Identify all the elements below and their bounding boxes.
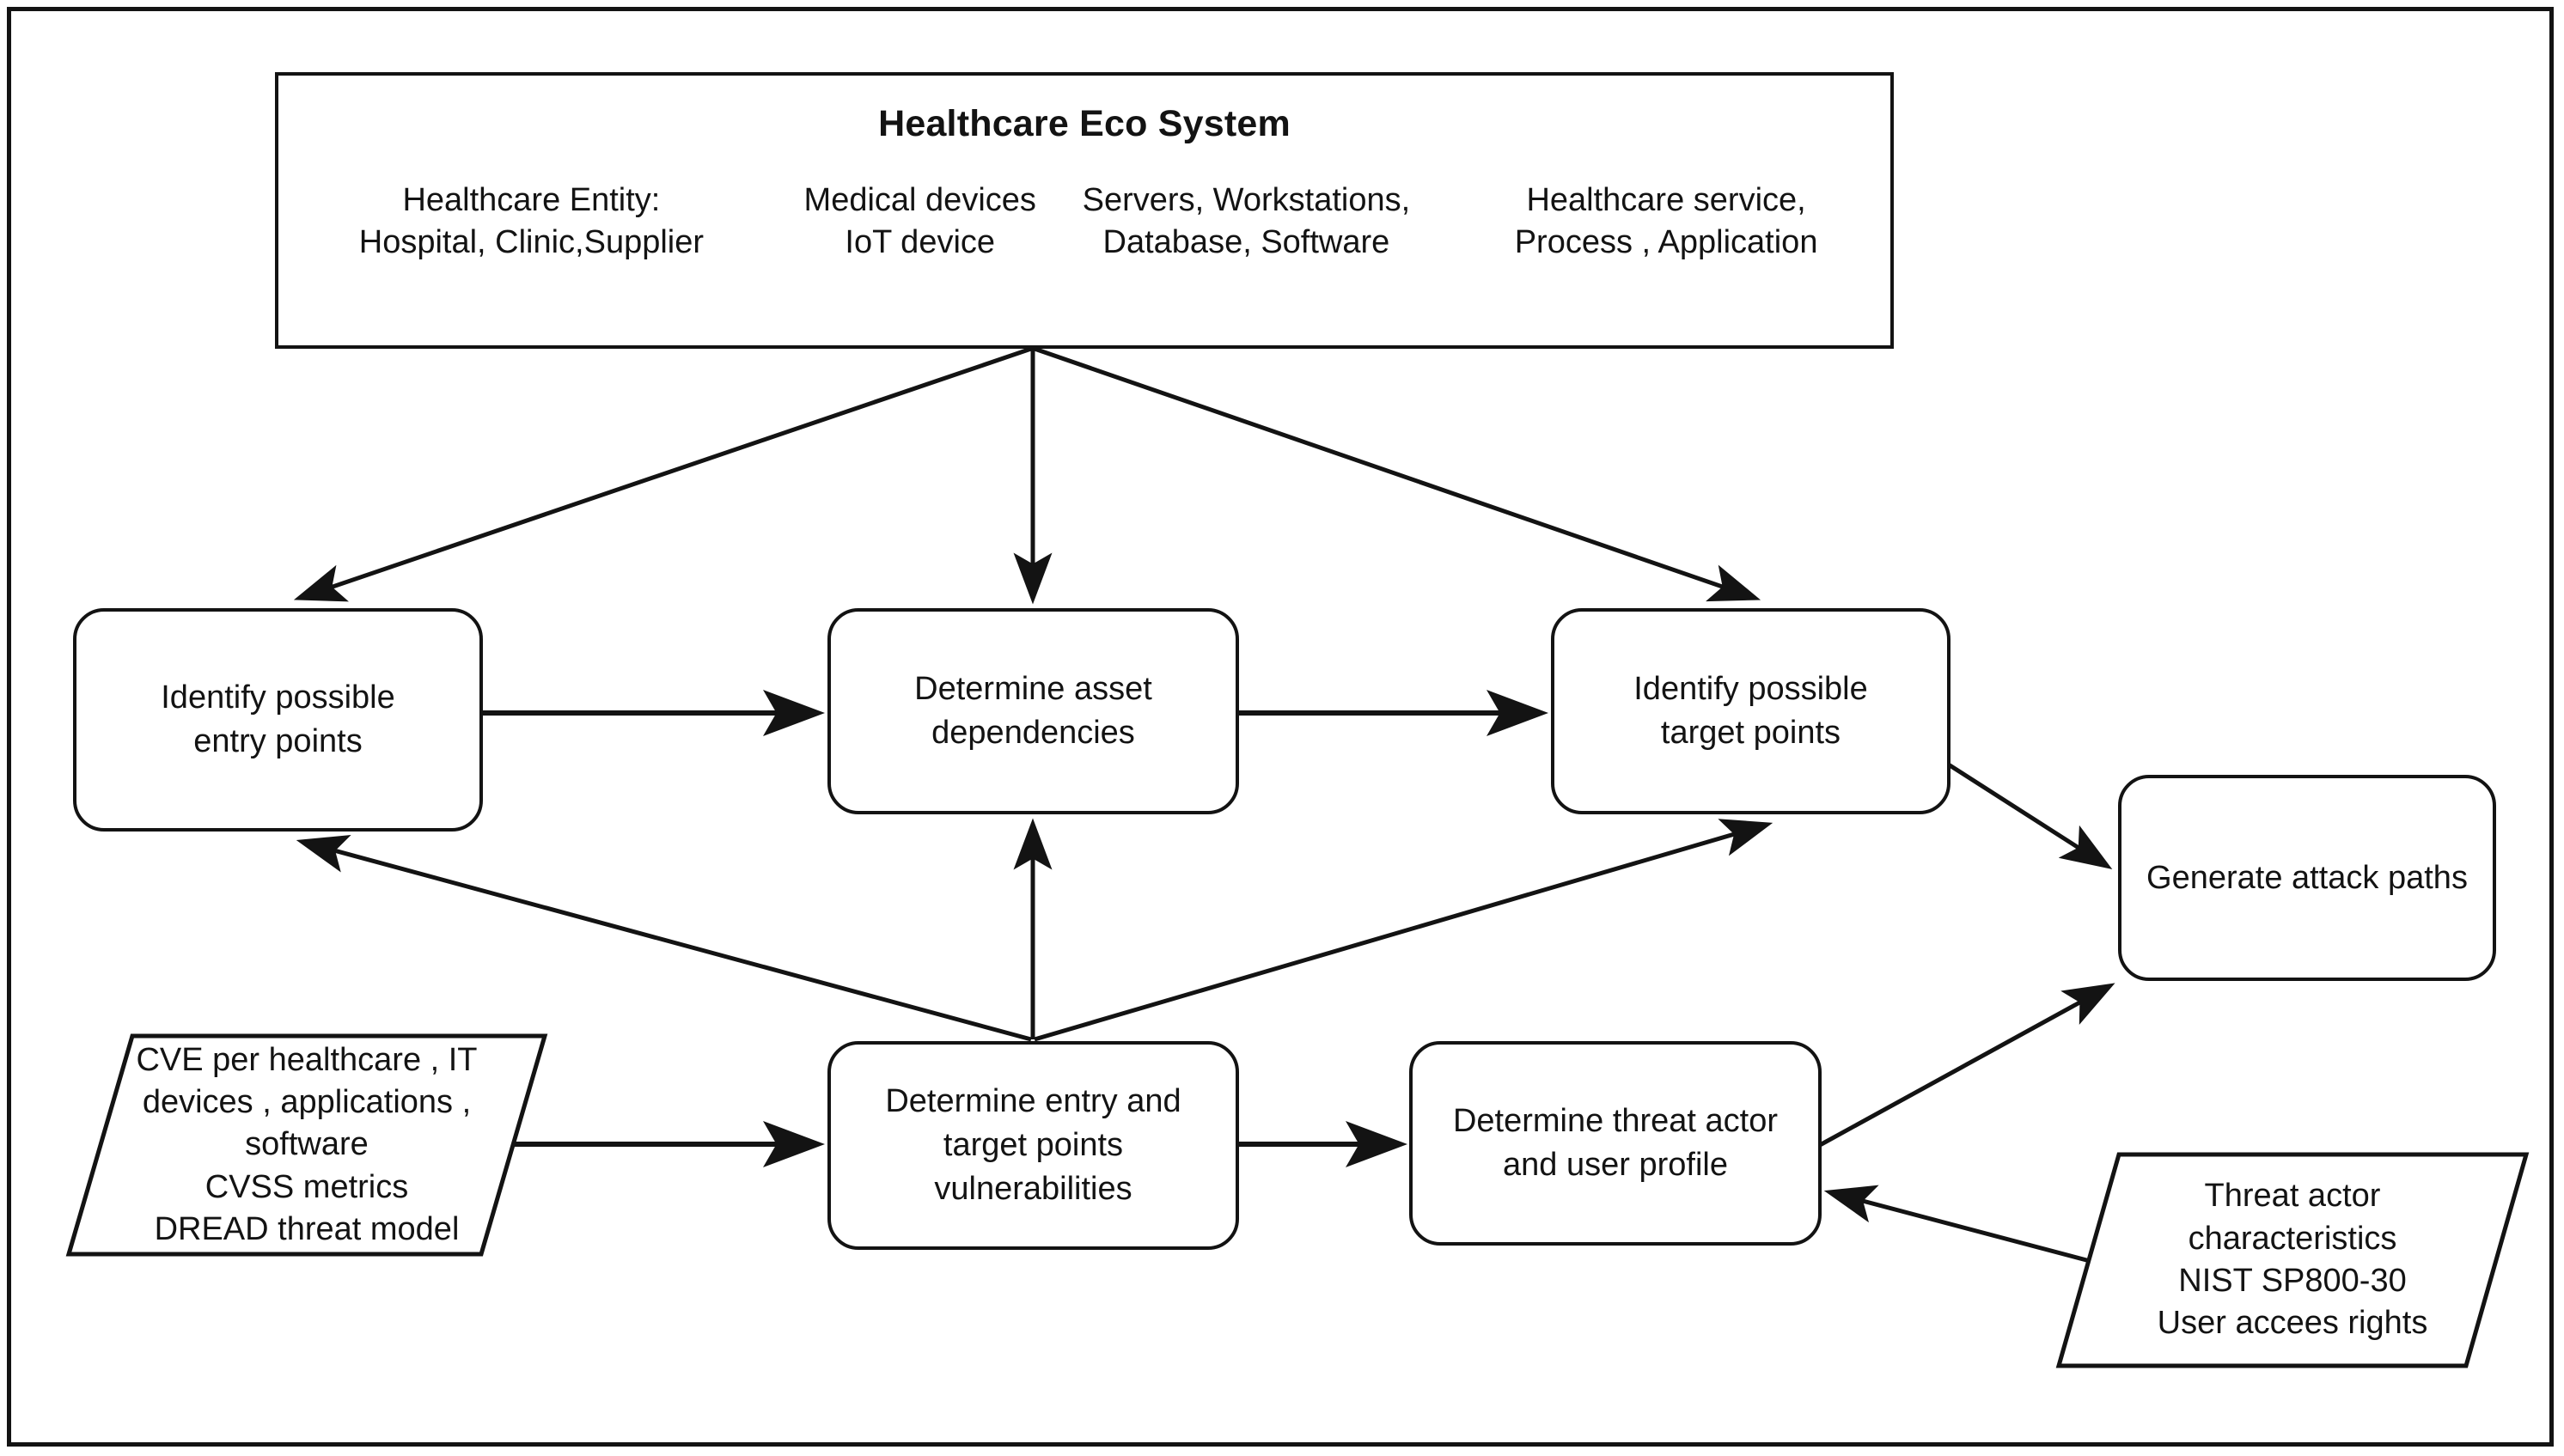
node-determine-vulnerabilities[interactable]: Determine entry and target points vulner… bbox=[827, 1041, 1239, 1250]
healthcare-eco-system-box[interactable]: Healthcare Eco System Healthcare Entity:… bbox=[275, 72, 1894, 349]
eco-column-services: Healthcare service, Process , Applicatio… bbox=[1514, 182, 1818, 261]
node-label: Determine entry and target points vulner… bbox=[885, 1083, 1181, 1207]
node-identify-target-points[interactable]: Identify possible target points bbox=[1551, 608, 1950, 814]
parallelogram-shape bbox=[2055, 1152, 2530, 1368]
eco-column-devices: Medical devices IoT device bbox=[803, 182, 1036, 261]
parallelogram-shape bbox=[65, 1033, 548, 1257]
datastore-label: Threat actor characteristics NIST SP800-… bbox=[2157, 1178, 2428, 1342]
node-label: Identify possible entry points bbox=[161, 679, 395, 759]
node-label: Generate attack paths bbox=[2146, 859, 2468, 896]
eco-column-entity: Healthcare Entity: Hospital, Clinic,Supp… bbox=[358, 182, 705, 261]
datastore-label: CVE per healthcare , IT devices , applic… bbox=[136, 1041, 478, 1248]
node-identify-entry-points[interactable]: Identify possible entry points bbox=[73, 608, 483, 832]
eco-system-columns: Healthcare Entity: Hospital, Clinic,Supp… bbox=[278, 180, 1890, 265]
node-generate-attack-paths[interactable]: Generate attack paths bbox=[2118, 775, 2496, 981]
eco-system-heading: Healthcare Eco System bbox=[878, 103, 1291, 144]
node-label: Determine asset dependencies bbox=[914, 671, 1152, 751]
node-label: Determine threat actor and user profile bbox=[1452, 1103, 1779, 1183]
eco-column-infrastructure: Servers, Workstations, Database, Softwar… bbox=[1082, 182, 1411, 261]
datastore-threat-actor-inputs[interactable]: Threat actor characteristics NIST SP800-… bbox=[2052, 1149, 2533, 1371]
node-label: Identify possible target points bbox=[1633, 671, 1868, 751]
node-determine-asset-dependencies[interactable]: Determine asset dependencies bbox=[827, 608, 1239, 814]
datastore-cve-inputs[interactable]: CVE per healthcare , IT devices , applic… bbox=[62, 1029, 552, 1261]
node-determine-threat-actor[interactable]: Determine threat actor and user profile bbox=[1409, 1041, 1822, 1246]
